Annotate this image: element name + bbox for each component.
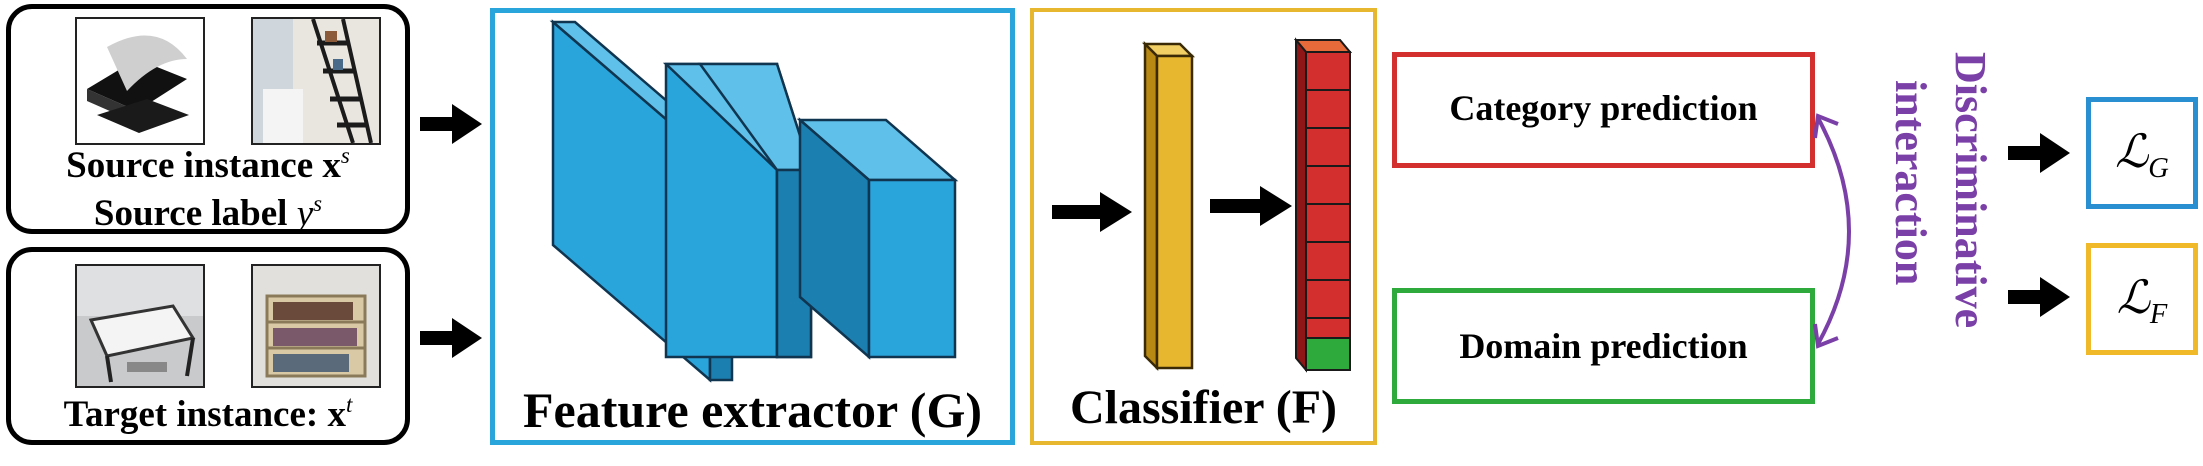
target-image-cart <box>75 264 205 388</box>
cnn-block-3 <box>796 117 959 360</box>
classifier-feature-bar <box>1141 40 1196 372</box>
cnn-block-2 <box>662 62 815 359</box>
category-prediction-label: Category prediction <box>1449 88 1758 128</box>
source-label-text: Source label ys <box>93 191 323 234</box>
double-headed-arrow-icon <box>1813 113 1851 349</box>
arrow-right-icon <box>420 104 482 144</box>
feature-extractor-label: Feature extractor (G) <box>522 382 983 438</box>
source-image-shelf <box>251 17 381 145</box>
target-image-bookshelf <box>251 264 381 388</box>
loss-f-label: ℒF <box>2116 272 2168 330</box>
arrow-right-icon <box>1210 186 1292 226</box>
classifier-label: Classifier (F) <box>1069 381 1338 434</box>
arrow-right-icon <box>1052 192 1132 232</box>
source-instance-label: Source instance xs <box>66 143 350 186</box>
target-instance-label: Target instance: xt <box>63 392 353 435</box>
loss-g-box: ℒG <box>2086 97 2198 209</box>
arrow-right-icon <box>2008 277 2070 317</box>
source-image-stapler <box>75 17 205 145</box>
loss-g-label: ℒG <box>2115 126 2169 184</box>
domain-prediction-box: Domain prediction <box>1392 288 1815 404</box>
domain-prediction-label: Domain prediction <box>1459 326 1748 366</box>
classifier-box: Classifier (F) <box>1030 8 1377 445</box>
loss-f-box: ℒF <box>2086 243 2198 355</box>
target-instance-panel: Target instance: xt <box>6 247 410 445</box>
arrow-right-icon <box>2008 133 2070 173</box>
feature-extractor-box: Feature extractor (G) <box>490 8 1015 445</box>
arrow-right-icon <box>420 318 482 358</box>
classifier-output-stack <box>1293 37 1353 373</box>
category-prediction-box: Category prediction <box>1392 52 1815 168</box>
source-instance-panel: Source instance xs Source label ys <box>6 4 410 234</box>
